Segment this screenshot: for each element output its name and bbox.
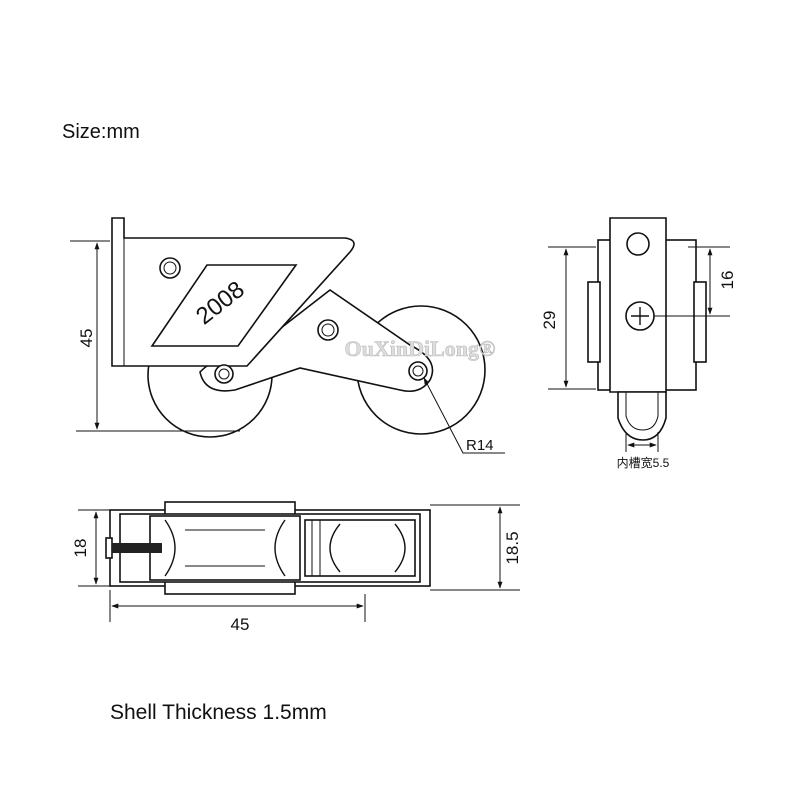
size-unit-label: Size:mm [62,121,140,143]
dim-height-label: 45 [77,329,96,348]
top-right-dim-label: 18.5 [503,531,522,564]
top-left-dim-label: 18 [71,539,90,558]
pivot-rivet-inner [321,323,335,337]
groove-width-label: 内槽宽5.5 [617,455,670,470]
rear-axle-inner [218,368,230,380]
top-screw-shaft [112,543,162,553]
front-axle-inner [412,365,424,377]
side-view: 2008 OuXinDiLong® 45 R14 [70,217,505,454]
label-plate [150,264,298,347]
top-view: 18 18.5 45 [71,501,522,634]
top-length-label: 45 [231,615,250,634]
shell-thickness-label: Shell Thickness 1.5mm [110,701,327,724]
mount-hole-top-inner [163,261,177,275]
top-front-wheel [304,519,416,577]
end-left-flange [587,281,601,363]
front-axle [408,361,428,381]
end-view: 29 16 内槽宽5.5 [540,217,737,470]
end-wheel-bottom [617,391,667,441]
top-screw-head [105,537,113,559]
pivot-rivet [317,319,339,341]
end-wheel-groove [625,392,659,431]
radius-leader [423,377,505,454]
top-rear-wheel [149,515,301,581]
watermark-text: OuXinDiLong® [345,336,496,361]
end-mount-hole [626,232,650,256]
radius-label: R14 [466,437,494,454]
top-rear-wheel-groove [164,519,286,577]
end-right-flange [693,281,707,363]
rear-axle [214,364,234,384]
top-front-wheel-groove [329,523,406,573]
hole-dim-label: 16 [718,271,737,290]
mount-hole-top [159,257,181,279]
end-height-label: 29 [540,311,559,330]
